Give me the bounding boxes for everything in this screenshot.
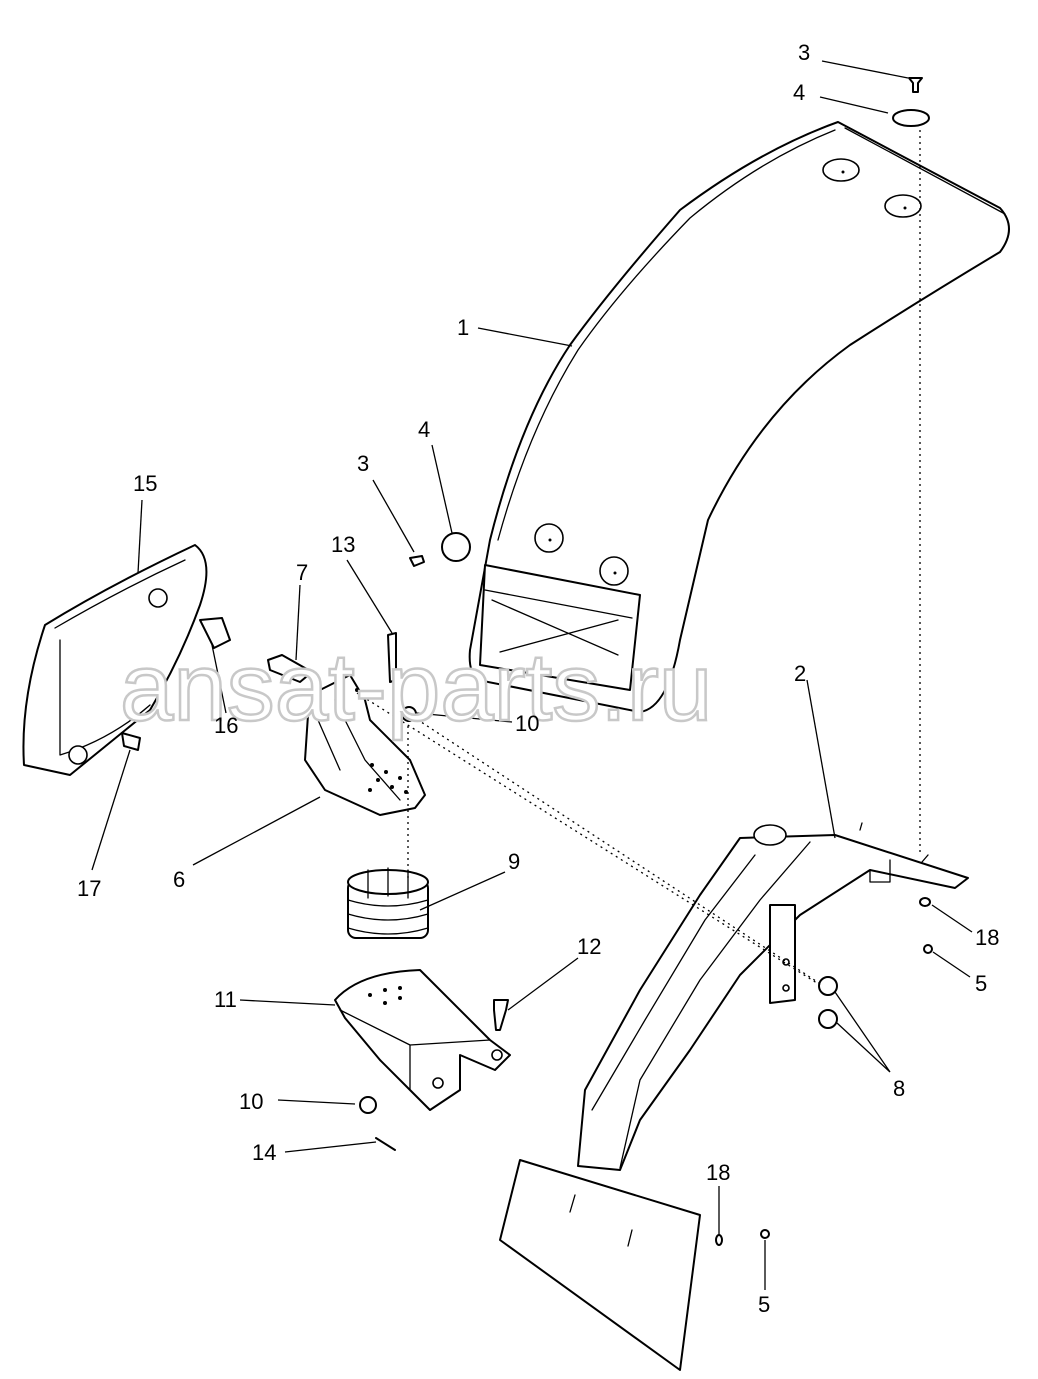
callout-3-mid: 3 <box>357 451 369 476</box>
callout-10-lower: 10 <box>239 1089 263 1114</box>
part-16-spacer <box>199 617 231 649</box>
part-10-nut-upper <box>401 706 417 722</box>
callout-6: 6 <box>173 867 185 892</box>
part-7-bolt <box>267 654 313 683</box>
callout-13: 13 <box>331 532 355 557</box>
part-15-shield <box>22 544 208 776</box>
callout-10-upper: 10 <box>515 711 539 736</box>
callout-5-bottom: 5 <box>758 1292 770 1317</box>
callout-17: 17 <box>77 876 101 901</box>
part-18-washer-right <box>919 897 931 907</box>
part-9-isolator <box>347 867 429 939</box>
callout-18-bottom: 18 <box>706 1160 730 1185</box>
callout-7: 7 <box>296 560 308 585</box>
watermark: ansat-parts.ru <box>120 634 712 741</box>
part-10-nut-lower <box>359 1096 377 1114</box>
callout-5-right: 5 <box>975 971 987 996</box>
part-2-bracket <box>499 822 969 1371</box>
part-4-cap-top <box>892 109 930 127</box>
callout-14: 14 <box>252 1140 276 1165</box>
callout-8: 8 <box>893 1076 905 1101</box>
part-4-cap-mid <box>441 532 471 562</box>
part-8-nut-a <box>818 976 838 996</box>
callout-4-mid: 4 <box>418 417 430 442</box>
part-5-nut-right <box>923 944 933 954</box>
callout-9: 9 <box>508 849 520 874</box>
part-8-nut-b <box>818 1009 838 1029</box>
callout-15: 15 <box>133 471 157 496</box>
callout-1: 1 <box>457 315 469 340</box>
callout-4-top: 4 <box>793 80 805 105</box>
fasteners <box>121 77 933 1246</box>
callout-12: 12 <box>577 934 601 959</box>
part-11-lower-plate <box>334 969 511 1111</box>
callout-labels: 1 2 3 3 4 4 5 5 6 7 8 9 10 10 11 12 13 1… <box>77 40 999 1317</box>
callout-3-top: 3 <box>798 40 810 65</box>
callout-18-right: 18 <box>975 925 999 950</box>
part-14-cotter-pin <box>375 1137 396 1151</box>
part-5-nut-bottom <box>760 1229 770 1239</box>
part-13-pin <box>387 632 397 683</box>
alignment-lines <box>356 130 921 986</box>
callout-11: 11 <box>214 987 237 1012</box>
part-18-washer-bottom <box>715 1234 723 1246</box>
callout-16: 16 <box>214 713 238 738</box>
part-3-screw-top <box>908 77 923 93</box>
leader-lines <box>91 60 973 1290</box>
callout-2: 2 <box>794 661 806 686</box>
part-17-bolt <box>121 732 141 751</box>
part-12-bolt <box>493 999 509 1031</box>
part-1-fender <box>468 121 1010 713</box>
part-3-screw-mid <box>409 555 425 567</box>
